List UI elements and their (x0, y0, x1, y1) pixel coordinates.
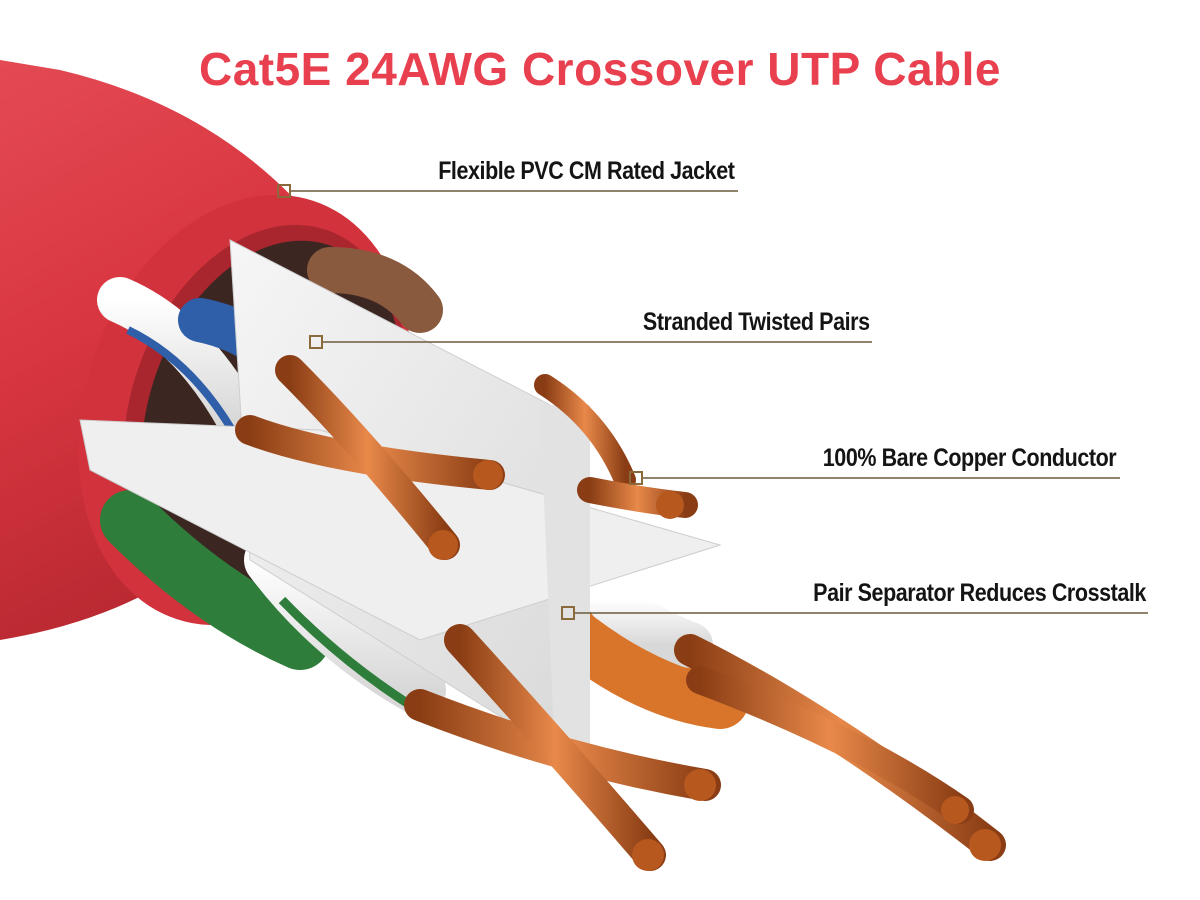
marker-pairs (309, 335, 323, 349)
callout-label-jacket: Flexible PVC CM Rated Jacket (437, 157, 735, 185)
copper-conductors (235, 355, 1006, 871)
callout-leaders (277, 184, 1148, 620)
callout-label-copper: 100% Bare Copper Conductor (822, 444, 1117, 472)
marker-separator (561, 606, 575, 620)
marker-jacket (277, 184, 291, 198)
callout-label-separator: Pair Separator Reduces Crosstalk (813, 579, 1146, 607)
callout-label-pairs: Stranded Twisted Pairs (643, 308, 870, 336)
marker-copper (629, 471, 643, 485)
diagram-title: Cat5E 24AWG Crossover UTP Cable (198, 43, 1002, 95)
